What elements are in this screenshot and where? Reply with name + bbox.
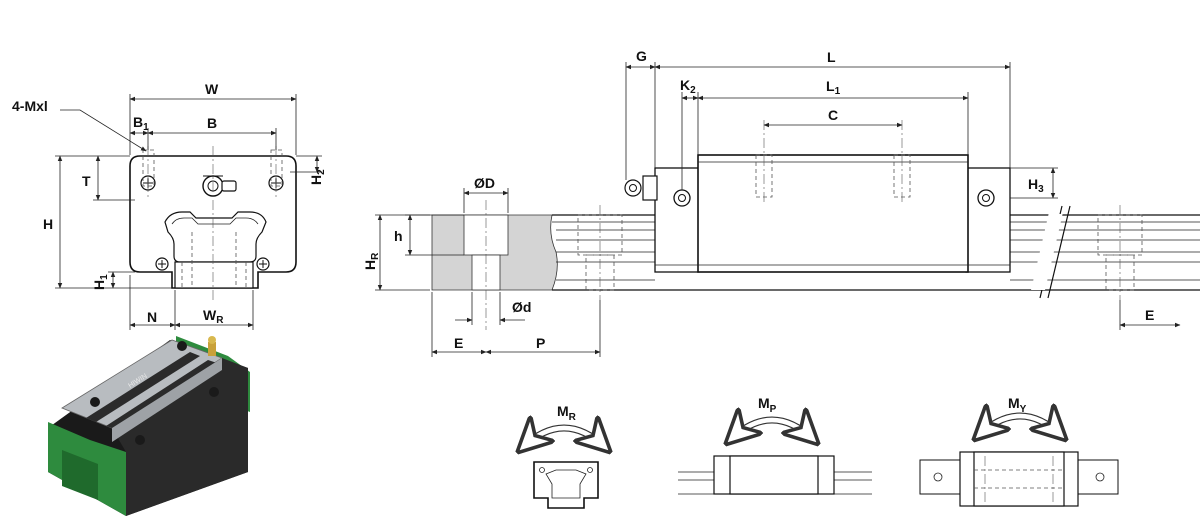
dim-D: ØD xyxy=(474,175,495,191)
dim-W: W xyxy=(205,81,219,97)
rail-section-view: ØD Ød h HR E P xyxy=(362,175,1200,357)
dim-E-right: E xyxy=(1145,307,1154,323)
moment-MR: MR xyxy=(522,403,606,509)
dim-G: G xyxy=(636,48,647,64)
rail-profile xyxy=(164,211,267,263)
block-side xyxy=(697,154,969,273)
dim-B1: B1 xyxy=(133,114,149,133)
dim-K2: K2 xyxy=(680,77,696,96)
front-view: W B1 B 4-Mxl H T H1 H2 N WR xyxy=(12,81,327,330)
dim-E-left: E xyxy=(454,335,463,351)
rail-front xyxy=(174,261,254,289)
dim-B: B xyxy=(207,115,217,131)
moment-MY: MY xyxy=(919,395,1119,507)
dim-d: Ød xyxy=(512,299,531,315)
svg-text:MR: MR xyxy=(557,403,577,423)
svg-text:MP: MP xyxy=(758,395,777,415)
dim-h: h xyxy=(394,228,403,244)
dim-L: L xyxy=(827,49,836,65)
dim-H1: H1 xyxy=(91,274,110,290)
block-photo: HIWIN xyxy=(48,336,250,516)
dim-H2: H2 xyxy=(308,169,327,185)
dim-H3: H3 xyxy=(1028,176,1044,195)
dim-P: P xyxy=(536,335,545,351)
dim-T: T xyxy=(82,173,91,189)
dim-H: H xyxy=(43,216,53,232)
svg-text:MY: MY xyxy=(1008,395,1027,415)
dim-HR: HR xyxy=(362,252,381,270)
grease-nipple-side-icon xyxy=(624,175,658,201)
dim-WR: WR xyxy=(203,307,224,326)
dim-L1: L1 xyxy=(826,78,841,97)
callout-bolts: 4-Mxl xyxy=(12,98,48,114)
dim-N: N xyxy=(147,309,157,325)
moment-MP: MP xyxy=(678,395,872,495)
dim-C: C xyxy=(828,107,838,123)
side-view: G L K2 L1 C H3 E xyxy=(624,48,1181,330)
